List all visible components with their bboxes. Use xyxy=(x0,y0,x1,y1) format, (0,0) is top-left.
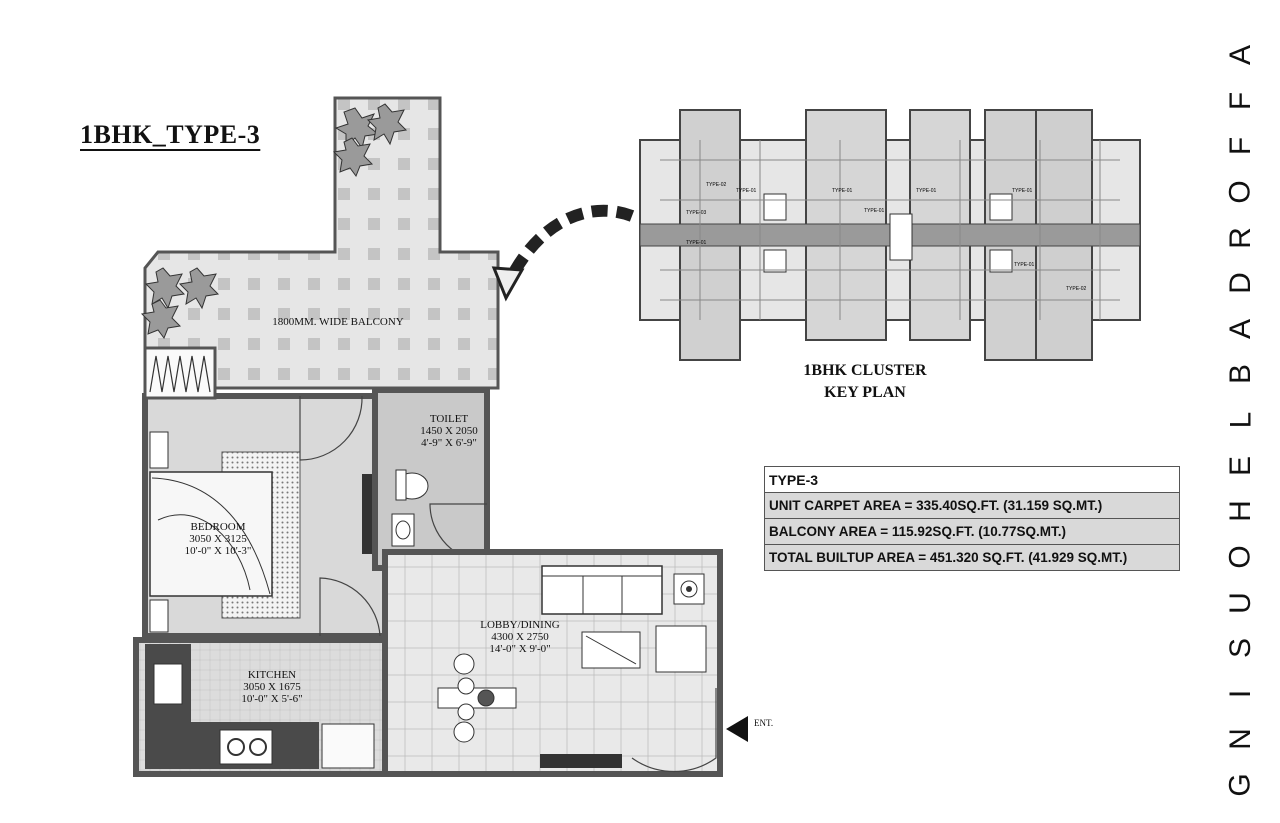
entrance-label: ENT. xyxy=(754,718,774,728)
lobby-name: LOBBY/DINING xyxy=(480,619,560,631)
lobby-ft: 14'-0" X 9'-0" xyxy=(489,643,551,655)
key-plan-drawing: TYPE-02 TYPE-01 TYPE-03 TYPE-01 TYPE-01 … xyxy=(639,109,1141,361)
balcony-label: 1800MM. WIDE BALCONY xyxy=(258,316,418,328)
pointer-arrow-icon xyxy=(491,204,635,302)
table-row: UNIT CARPET AREA = 335.40SQ.FT. (31.159 … xyxy=(764,492,1180,519)
table-row: BALCONY AREA = 115.92SQ.FT. (10.77SQ.MT.… xyxy=(764,518,1180,545)
area-table-header: TYPE-3 xyxy=(764,466,1180,493)
toilet-mm: 1450 X 2050 xyxy=(420,425,478,437)
plan-title: 1BHK_TYPE-3 xyxy=(80,120,261,149)
area-table-header-row: TYPE-3 xyxy=(764,466,1180,493)
toilet-room xyxy=(372,387,490,571)
key-plan-unit-label: TYPE-01 xyxy=(1014,262,1035,268)
kitchen-label: KITCHEN 3050 X 1675 10'-0" X 5'-6" xyxy=(224,669,320,705)
kitchen-ft: 10'-0" X 5'-6" xyxy=(241,693,303,705)
entrance-arrow-icon xyxy=(726,716,748,742)
table-row: TOTAL BUILTUP AREA = 451.320 SQ.FT. (41.… xyxy=(764,544,1180,571)
key-plan-unit-label: TYPE-01 xyxy=(864,208,885,214)
area-table: TYPE-3 UNIT CARPET AREA = 335.40SQ.FT. (… xyxy=(764,466,1180,571)
carpet-area-cell: UNIT CARPET AREA = 335.40SQ.FT. (31.159 … xyxy=(764,492,1180,519)
bedroom-mm: 3050 X 3125 xyxy=(189,533,247,545)
key-plan-unit-label: TYPE-02 xyxy=(706,182,727,188)
key-plan-unit-label: TYPE-01 xyxy=(916,188,937,194)
key-plan-unit-label: TYPE-01 xyxy=(736,188,757,194)
key-plan-caption: 1BHK CLUSTER KEY PLAN xyxy=(780,360,950,404)
bedroom-label: BEDROOM 3050 X 3125 10'-0" X 10'-3" xyxy=(170,521,266,557)
key-plan-unit-label: TYPE-01 xyxy=(832,188,853,194)
bedroom-room xyxy=(142,346,388,639)
toilet-label: TOILET 1450 X 2050 4'-9" X 6'-9" xyxy=(410,413,488,449)
lobby-mm: 4300 X 2750 xyxy=(491,631,549,643)
key-plan-unit-label: TYPE-03 xyxy=(686,210,707,216)
balcony-area xyxy=(143,96,500,390)
key-plan-line1: 1BHK CLUSTER xyxy=(803,362,927,379)
bedroom-name: BEDROOM xyxy=(190,521,246,533)
kitchen-room xyxy=(133,637,388,777)
key-plan-unit-label: TYPE-01 xyxy=(1012,188,1033,194)
balcony-name: 1800MM. WIDE BALCONY xyxy=(272,316,404,328)
toilet-ft: 4'-9" X 6'-9" xyxy=(421,437,477,449)
plant-icon xyxy=(140,103,408,340)
balcony-area-cell: BALCONY AREA = 115.92SQ.FT. (10.77SQ.MT.… xyxy=(764,518,1180,545)
key-plan-unit-label: TYPE-01 xyxy=(686,240,707,246)
builtup-area-cell: TOTAL BUILTUP AREA = 451.320 SQ.FT. (41.… xyxy=(764,544,1180,571)
lobby-dining-room xyxy=(382,549,723,777)
kitchen-mm: 3050 X 1675 xyxy=(243,681,301,693)
key-plan-unit-label: TYPE-02 xyxy=(1066,286,1087,292)
key-plan-line2: KEY PLAN xyxy=(824,384,906,401)
lobby-label: LOBBY/DINING 4300 X 2750 14'-0" X 9'-0" xyxy=(470,619,570,655)
kitchen-name: KITCHEN xyxy=(247,669,297,681)
toilet-name: TOILET xyxy=(429,413,469,425)
bedroom-ft: 10'-0" X 10'-3" xyxy=(184,545,252,557)
